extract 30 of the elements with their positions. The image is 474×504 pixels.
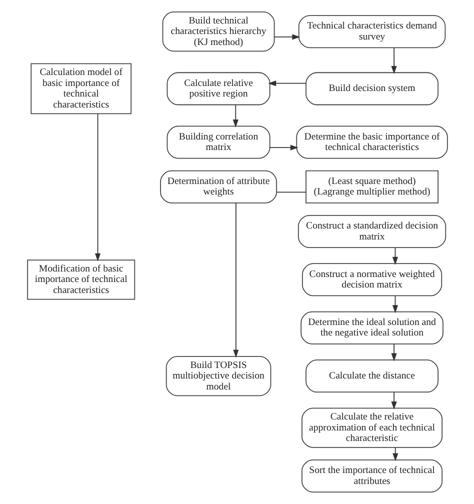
arrow xyxy=(392,446,398,462)
arrow xyxy=(390,392,396,410)
node-box: Building correlation matrix xyxy=(166,126,270,159)
arrow xyxy=(232,104,238,128)
arrow xyxy=(94,113,100,262)
node-box: Construct a normative weighted decision matrix xyxy=(301,263,442,296)
arrow xyxy=(268,80,306,86)
arrow xyxy=(392,247,398,265)
connector xyxy=(276,192,306,193)
node-box: Determine the basic importance of technical characteristics xyxy=(296,126,448,159)
node-box: Modification of basic importance of technical characteristics xyxy=(26,260,135,300)
node-box: Calculation model of basic importance of technical characteristics xyxy=(30,63,132,114)
node-box: Calculate the distance xyxy=(305,360,438,393)
arrow xyxy=(272,34,300,40)
node-box: Sort the importance of technical attributes xyxy=(301,459,442,492)
node-box: Calculate relative positive region xyxy=(166,72,270,106)
arrow xyxy=(232,202,238,358)
arrow xyxy=(390,47,396,74)
node-box: (Least square method) (Lagrange multiplier method) xyxy=(305,170,438,204)
node-box: Determine the ideal solution and the negative ideal solution xyxy=(300,311,443,344)
node-box: Construct a standardized decision matrix xyxy=(297,214,446,248)
node-box: Build TOPSIS multiobjective decision model xyxy=(165,356,271,396)
arrow xyxy=(390,343,396,362)
node-box: Determination of attribute weights xyxy=(160,170,276,204)
node-box: Technical characteristics demand survey xyxy=(298,15,446,48)
node-box: Build decision system xyxy=(305,72,438,106)
node-box: Build technical characteristics hierarchy (KJ method) xyxy=(162,12,274,52)
arrow xyxy=(392,295,398,314)
node-box: Calculate the relative approximation of each technical characteristic xyxy=(301,408,442,448)
arrow xyxy=(268,144,298,150)
